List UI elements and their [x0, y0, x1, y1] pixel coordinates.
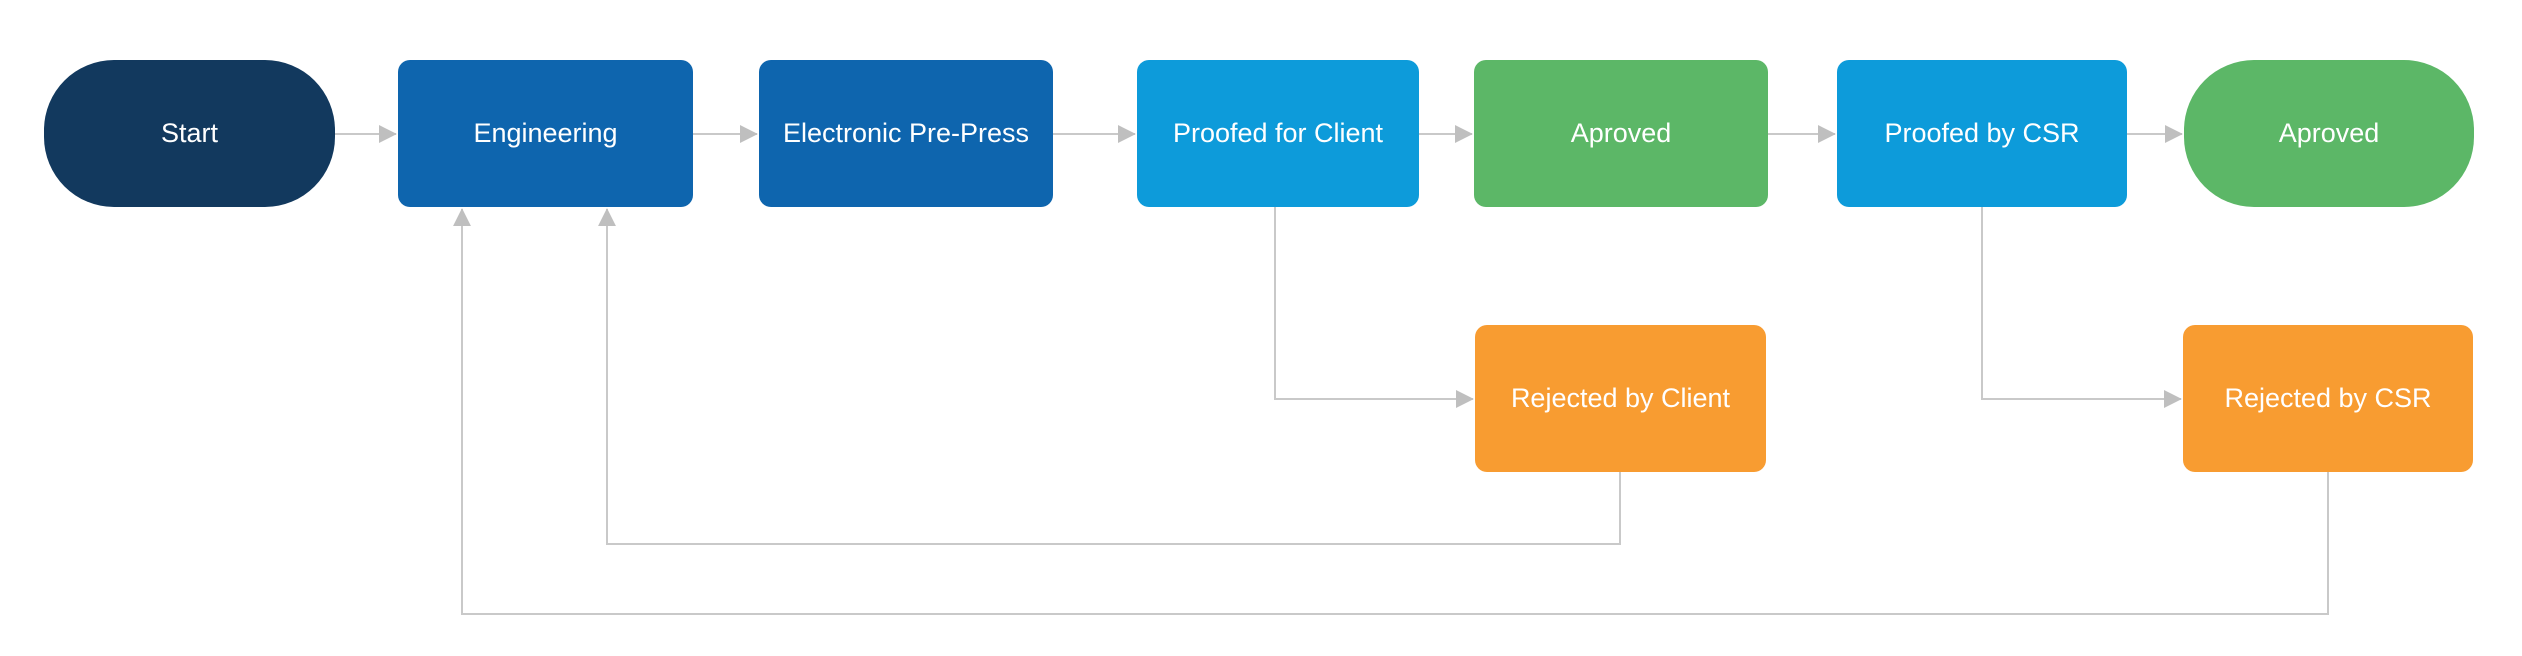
connector-rejected-by-client-engineering: [598, 208, 1621, 545]
node-engineering[interactable]: Engineering: [398, 60, 693, 207]
connector-rejected-by-csr-engineering: [453, 208, 2329, 615]
node-electronic-pre-press-label: Electronic Pre-Press: [782, 118, 1030, 149]
node-aproved-1-label: Aproved: [1570, 118, 1672, 149]
node-rejected-by-csr[interactable]: Rejected by CSR: [2183, 325, 2473, 472]
node-start-label: Start: [160, 118, 219, 149]
node-electronic-pre-press[interactable]: Electronic Pre-Press: [759, 60, 1053, 207]
node-aproved-2[interactable]: Aproved: [2184, 60, 2474, 207]
node-aproved-1[interactable]: Aproved: [1474, 60, 1768, 207]
node-rejected-by-csr-label: Rejected by CSR: [2224, 383, 2432, 414]
connector-proofed-by-csr-rejected-by-csr: [1981, 207, 2182, 408]
node-proofed-by-csr[interactable]: Proofed by CSR: [1837, 60, 2127, 207]
node-start[interactable]: Start: [44, 60, 335, 207]
node-engineering-label: Engineering: [473, 118, 618, 149]
node-proofed-for-client-label: Proofed for Client: [1172, 118, 1384, 149]
node-proofed-by-csr-label: Proofed by CSR: [1884, 118, 2080, 149]
node-aproved-2-label: Aproved: [2278, 118, 2380, 149]
node-proofed-for-client[interactable]: Proofed for Client: [1137, 60, 1419, 207]
node-rejected-by-client-label: Rejected by Client: [1510, 383, 1731, 414]
node-rejected-by-client[interactable]: Rejected by Client: [1475, 325, 1766, 472]
connector-proofed-for-client-rejected-by-client: [1274, 207, 1474, 408]
